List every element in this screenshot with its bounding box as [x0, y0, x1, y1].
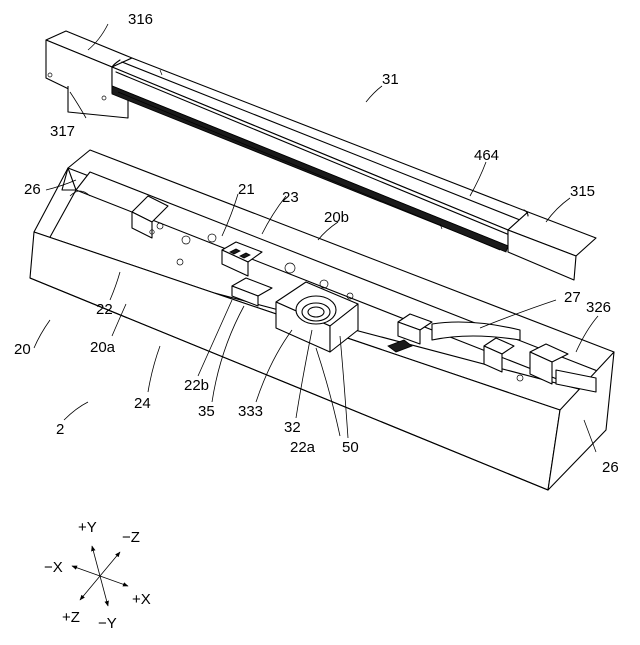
label-23: 23 [282, 189, 299, 206]
label-464: 464 [474, 147, 499, 164]
label-24: 24 [134, 395, 151, 412]
label-20: 20 [14, 341, 31, 358]
axis-plus-z: +Z [62, 609, 80, 626]
label-32: 32 [284, 419, 301, 436]
label-22b: 22b [184, 377, 209, 394]
label-31: 31 [382, 71, 399, 88]
label-26-left: 26 [24, 181, 41, 198]
axis-minus-y: −Y [98, 615, 117, 632]
base-housing-20 [30, 150, 614, 490]
label-316: 316 [128, 11, 153, 28]
label-20b: 20b [324, 209, 349, 226]
axis-minus-x: −X [44, 559, 63, 576]
label-317: 317 [50, 123, 75, 140]
label-27: 27 [564, 289, 581, 306]
label-333: 333 [238, 403, 263, 420]
axis-minus-z: −Z [122, 529, 140, 546]
label-2: 2 [56, 421, 64, 438]
label-21: 21 [238, 181, 255, 198]
axis-plus-x: +X [132, 591, 151, 608]
label-35: 35 [198, 403, 215, 420]
label-22a: 22a [290, 439, 316, 456]
label-326: 326 [586, 299, 611, 316]
coordinate-axes: +Y −Z −X +X +Z −Y [44, 519, 151, 632]
label-50: 50 [342, 439, 359, 456]
label-22: 22 [96, 301, 113, 318]
label-26-right: 26 [602, 459, 619, 476]
axis-plus-y: +Y [78, 519, 97, 536]
label-315: 315 [570, 183, 595, 200]
label-20a: 20a [90, 339, 116, 356]
